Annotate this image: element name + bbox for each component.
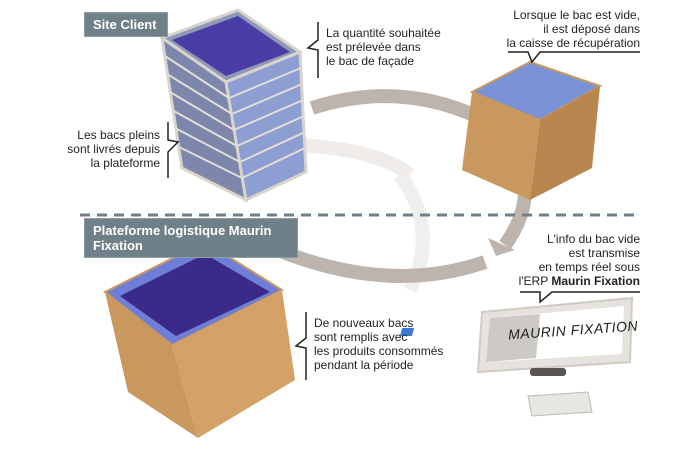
callout-line: Lorsque le bac est vide, (513, 8, 640, 22)
callout-erp: L'info du bac vide est transmise en temp… (519, 232, 640, 288)
callout-line: il est déposé dans (543, 22, 640, 36)
bracket-delivery (167, 122, 180, 178)
bracket-refill (294, 312, 307, 380)
callout-line: Les bacs pleins (77, 128, 160, 142)
callout-line: la plateforme (90, 156, 160, 170)
callout-picking: La quantité souhaitée est prélevée dans … (326, 26, 441, 68)
callout-line: De nouveaux bacs (314, 316, 414, 330)
callout-line: sont livrés depuis (67, 142, 160, 156)
erp-brand: Maurin Fixation (551, 274, 640, 288)
callout-line: l'ERP Maurin Fixation (519, 274, 640, 288)
callout-line: sont remplis avec (314, 330, 408, 344)
bracket-picking (306, 22, 319, 78)
callout-refill: De nouveaux bacs sont remplis avec les p… (314, 316, 443, 372)
shelving-rack (158, 8, 308, 203)
callout-line: la caisse de récupération (506, 36, 640, 50)
callout-line: L'info du bac vide (546, 232, 640, 246)
callout-line: le bac de façade (326, 54, 415, 68)
callout-line: est prélevée dans (326, 40, 421, 54)
platform-box (103, 240, 295, 438)
callout-delivery: Les bacs pleins sont livrés depuis la pl… (67, 128, 160, 170)
callout-line: en temps réel sous (538, 260, 640, 274)
bracket-erp (520, 291, 640, 304)
bracket-empty-bin (508, 51, 640, 64)
arrow-head-2 (488, 238, 515, 256)
site-client-label: Site Client (84, 12, 168, 37)
erp-prefix: l'ERP (518, 274, 552, 288)
callout-line: pendant la période (314, 358, 414, 372)
platform-label: Plateforme logistique Maurin Fixation (84, 218, 298, 258)
recovery-box (462, 60, 603, 200)
computer (399, 296, 634, 417)
callout-line: La quantité souhaitée (326, 26, 441, 40)
callout-line: les produits consommés (314, 344, 444, 358)
callout-empty-bin: Lorsque le bac est vide, il est déposé d… (507, 8, 640, 50)
arrow-to-recovery-box (309, 89, 484, 125)
faint-arrow-back (299, 138, 415, 181)
callout-line: est transmise (568, 246, 640, 260)
arrow-to-platform (275, 243, 488, 283)
